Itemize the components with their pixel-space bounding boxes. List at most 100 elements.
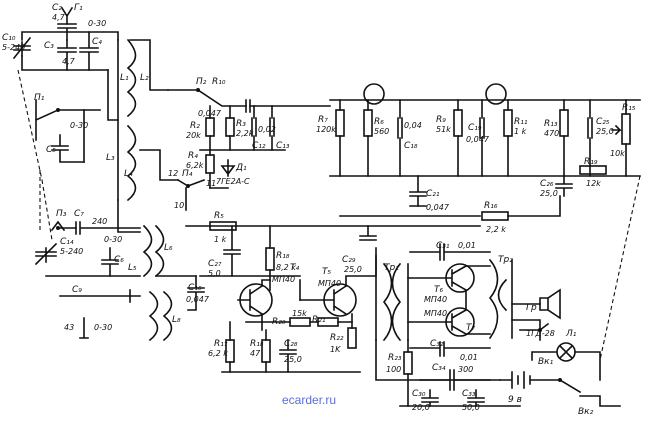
label-vk1: Вк₁ bbox=[538, 357, 554, 367]
label-t6-value: МП40 bbox=[424, 295, 447, 304]
label-c32: C₃₂ bbox=[430, 339, 444, 349]
label-r11: R₁₁ bbox=[514, 117, 528, 127]
label-c21: C₂₁ bbox=[426, 189, 440, 199]
label-d1: Д₁ bbox=[235, 163, 247, 173]
label-r21: R₂₁ bbox=[312, 315, 326, 325]
label-c34-value: 300 bbox=[458, 365, 473, 374]
label-c28-value: 25,0 bbox=[284, 355, 302, 364]
label-r15: R₁₅ bbox=[622, 103, 636, 113]
label-r20: R₂₀ bbox=[272, 317, 286, 327]
label-r18b: R₁₈ bbox=[250, 339, 264, 349]
label-t6: T₆ bbox=[434, 285, 443, 295]
label-p3: Π₃ bbox=[56, 209, 67, 219]
label-c31: C₃₁ bbox=[436, 241, 450, 251]
label-c-bot: 0-30 bbox=[94, 323, 112, 332]
label-t7: T₇ bbox=[466, 323, 475, 333]
label-speaker: Гр bbox=[526, 303, 537, 313]
label-speaker-model: 1ГД-28 bbox=[526, 329, 555, 338]
label-c-047a: 0,047 bbox=[198, 109, 222, 118]
label-c14-value: 5-240 bbox=[60, 247, 83, 256]
label-tp1: Tp₁ bbox=[384, 263, 399, 273]
label-r15-value: 10k bbox=[610, 149, 625, 158]
label-n11: 11 bbox=[206, 179, 216, 188]
label-l5: L₅ bbox=[128, 263, 137, 273]
audio-preamp bbox=[221, 225, 377, 373]
label-c28: C₂₈ bbox=[284, 339, 298, 349]
label-r23-value: 100 bbox=[386, 365, 401, 374]
label-c4: C₄ bbox=[92, 37, 102, 47]
label-c10-value: 5-240 bbox=[2, 43, 25, 52]
label-c25: C₂₅ bbox=[596, 117, 610, 127]
label-r18: R₁₈ bbox=[276, 251, 290, 261]
label-p1: Π₁ bbox=[34, 93, 45, 103]
bias-bus bbox=[185, 195, 561, 277]
label-c14: C₁₄ bbox=[60, 237, 74, 247]
label-c-04: 0,04 bbox=[404, 121, 422, 130]
label-p4: Π₄ bbox=[182, 169, 193, 179]
label-l1: L₁ bbox=[120, 73, 129, 83]
label-r7-value: 120k bbox=[316, 125, 336, 134]
label-c3: C₃ bbox=[44, 41, 54, 51]
label-c31-value: 0,01 bbox=[458, 241, 476, 250]
label-c19: C₁₉ bbox=[468, 123, 482, 133]
label-t7-value: МП40 bbox=[424, 309, 447, 318]
label-c2-value: 4,7 bbox=[52, 13, 66, 22]
label-c10: C₁₀ bbox=[2, 33, 16, 43]
label-r19: R₁₉ bbox=[584, 157, 598, 167]
label-c-top: 0-30 bbox=[88, 19, 106, 28]
label-r3-value: 2,2k bbox=[236, 129, 254, 138]
label-c30: C₃₀ bbox=[412, 389, 426, 399]
label-c5: C₅ bbox=[46, 145, 56, 155]
label-r19-value: 12k bbox=[586, 179, 601, 188]
label-r4: R₄ bbox=[188, 151, 198, 161]
label-vk2: Вк₂ bbox=[578, 407, 594, 417]
label-p2: Π₂ bbox=[196, 77, 207, 87]
power-supply bbox=[375, 175, 641, 407]
label-c-002: 0,02 bbox=[258, 125, 276, 134]
if-amplifier-section bbox=[329, 83, 641, 207]
label-r17: R₁₇ bbox=[214, 339, 228, 349]
label-r5-value: 1 k bbox=[214, 235, 227, 244]
label-c30-value: 20,0 bbox=[412, 403, 430, 412]
label-c27-value: 5,0 bbox=[208, 269, 221, 278]
antenna-input-section bbox=[12, 6, 119, 241]
label-d1-value: 7ГЕ2А-С bbox=[216, 177, 250, 186]
label-c26-value: 25,0 bbox=[540, 189, 558, 198]
label-t4: T₄ bbox=[290, 263, 299, 273]
label-r10: R₁₀ bbox=[212, 77, 226, 87]
label-r4-value: 6,2k bbox=[186, 161, 204, 170]
label-lamp: Л₁ bbox=[565, 329, 577, 339]
label-c19-value: 0,047 bbox=[466, 135, 490, 144]
mixer-section bbox=[167, 88, 331, 211]
label-c16: C₁₆ bbox=[188, 283, 202, 293]
label-r22: R₂₂ bbox=[330, 333, 344, 343]
watermark: ecarder.ru bbox=[282, 393, 336, 407]
label-r9: R₉ bbox=[436, 115, 446, 125]
label-r2-value: 20k bbox=[186, 131, 201, 140]
label-r18-value: 8,2 k bbox=[276, 263, 296, 272]
label-t5-value: МП40 bbox=[318, 279, 341, 288]
label-r2: R₂ bbox=[190, 121, 200, 131]
component-labels: C₂ 4,7 Γ₁ 0-30 C₁₀ 5-240 C₃ C₄ 4,7 L₁ L₂… bbox=[2, 3, 636, 417]
label-c6: C₆ bbox=[114, 255, 124, 265]
local-oscillator-section bbox=[34, 170, 205, 342]
coil-block-l1-l4 bbox=[107, 38, 179, 233]
label-r18b-value: 47 bbox=[250, 349, 261, 358]
label-r16: R₁₆ bbox=[484, 201, 498, 211]
label-c43: 43 bbox=[64, 323, 74, 332]
label-c33-value: 50,0 bbox=[462, 403, 480, 412]
label-r11-value: 1 k bbox=[514, 127, 527, 136]
label-c7-value: 240 bbox=[92, 217, 107, 226]
label-c-l5: 0-30 bbox=[104, 235, 122, 244]
label-c18: C₁₈ bbox=[404, 141, 418, 151]
label-n12: 12 bbox=[168, 169, 178, 178]
label-r9-value: 51k bbox=[436, 125, 451, 134]
label-t4-value: МП40 bbox=[272, 275, 295, 284]
label-r22-value: 1K bbox=[330, 345, 341, 354]
label-battery: 9 в bbox=[508, 395, 522, 405]
label-g1: Γ₁ bbox=[74, 3, 83, 13]
label-r6-value: 560 bbox=[374, 127, 389, 136]
label-l2: L₂ bbox=[140, 73, 149, 83]
